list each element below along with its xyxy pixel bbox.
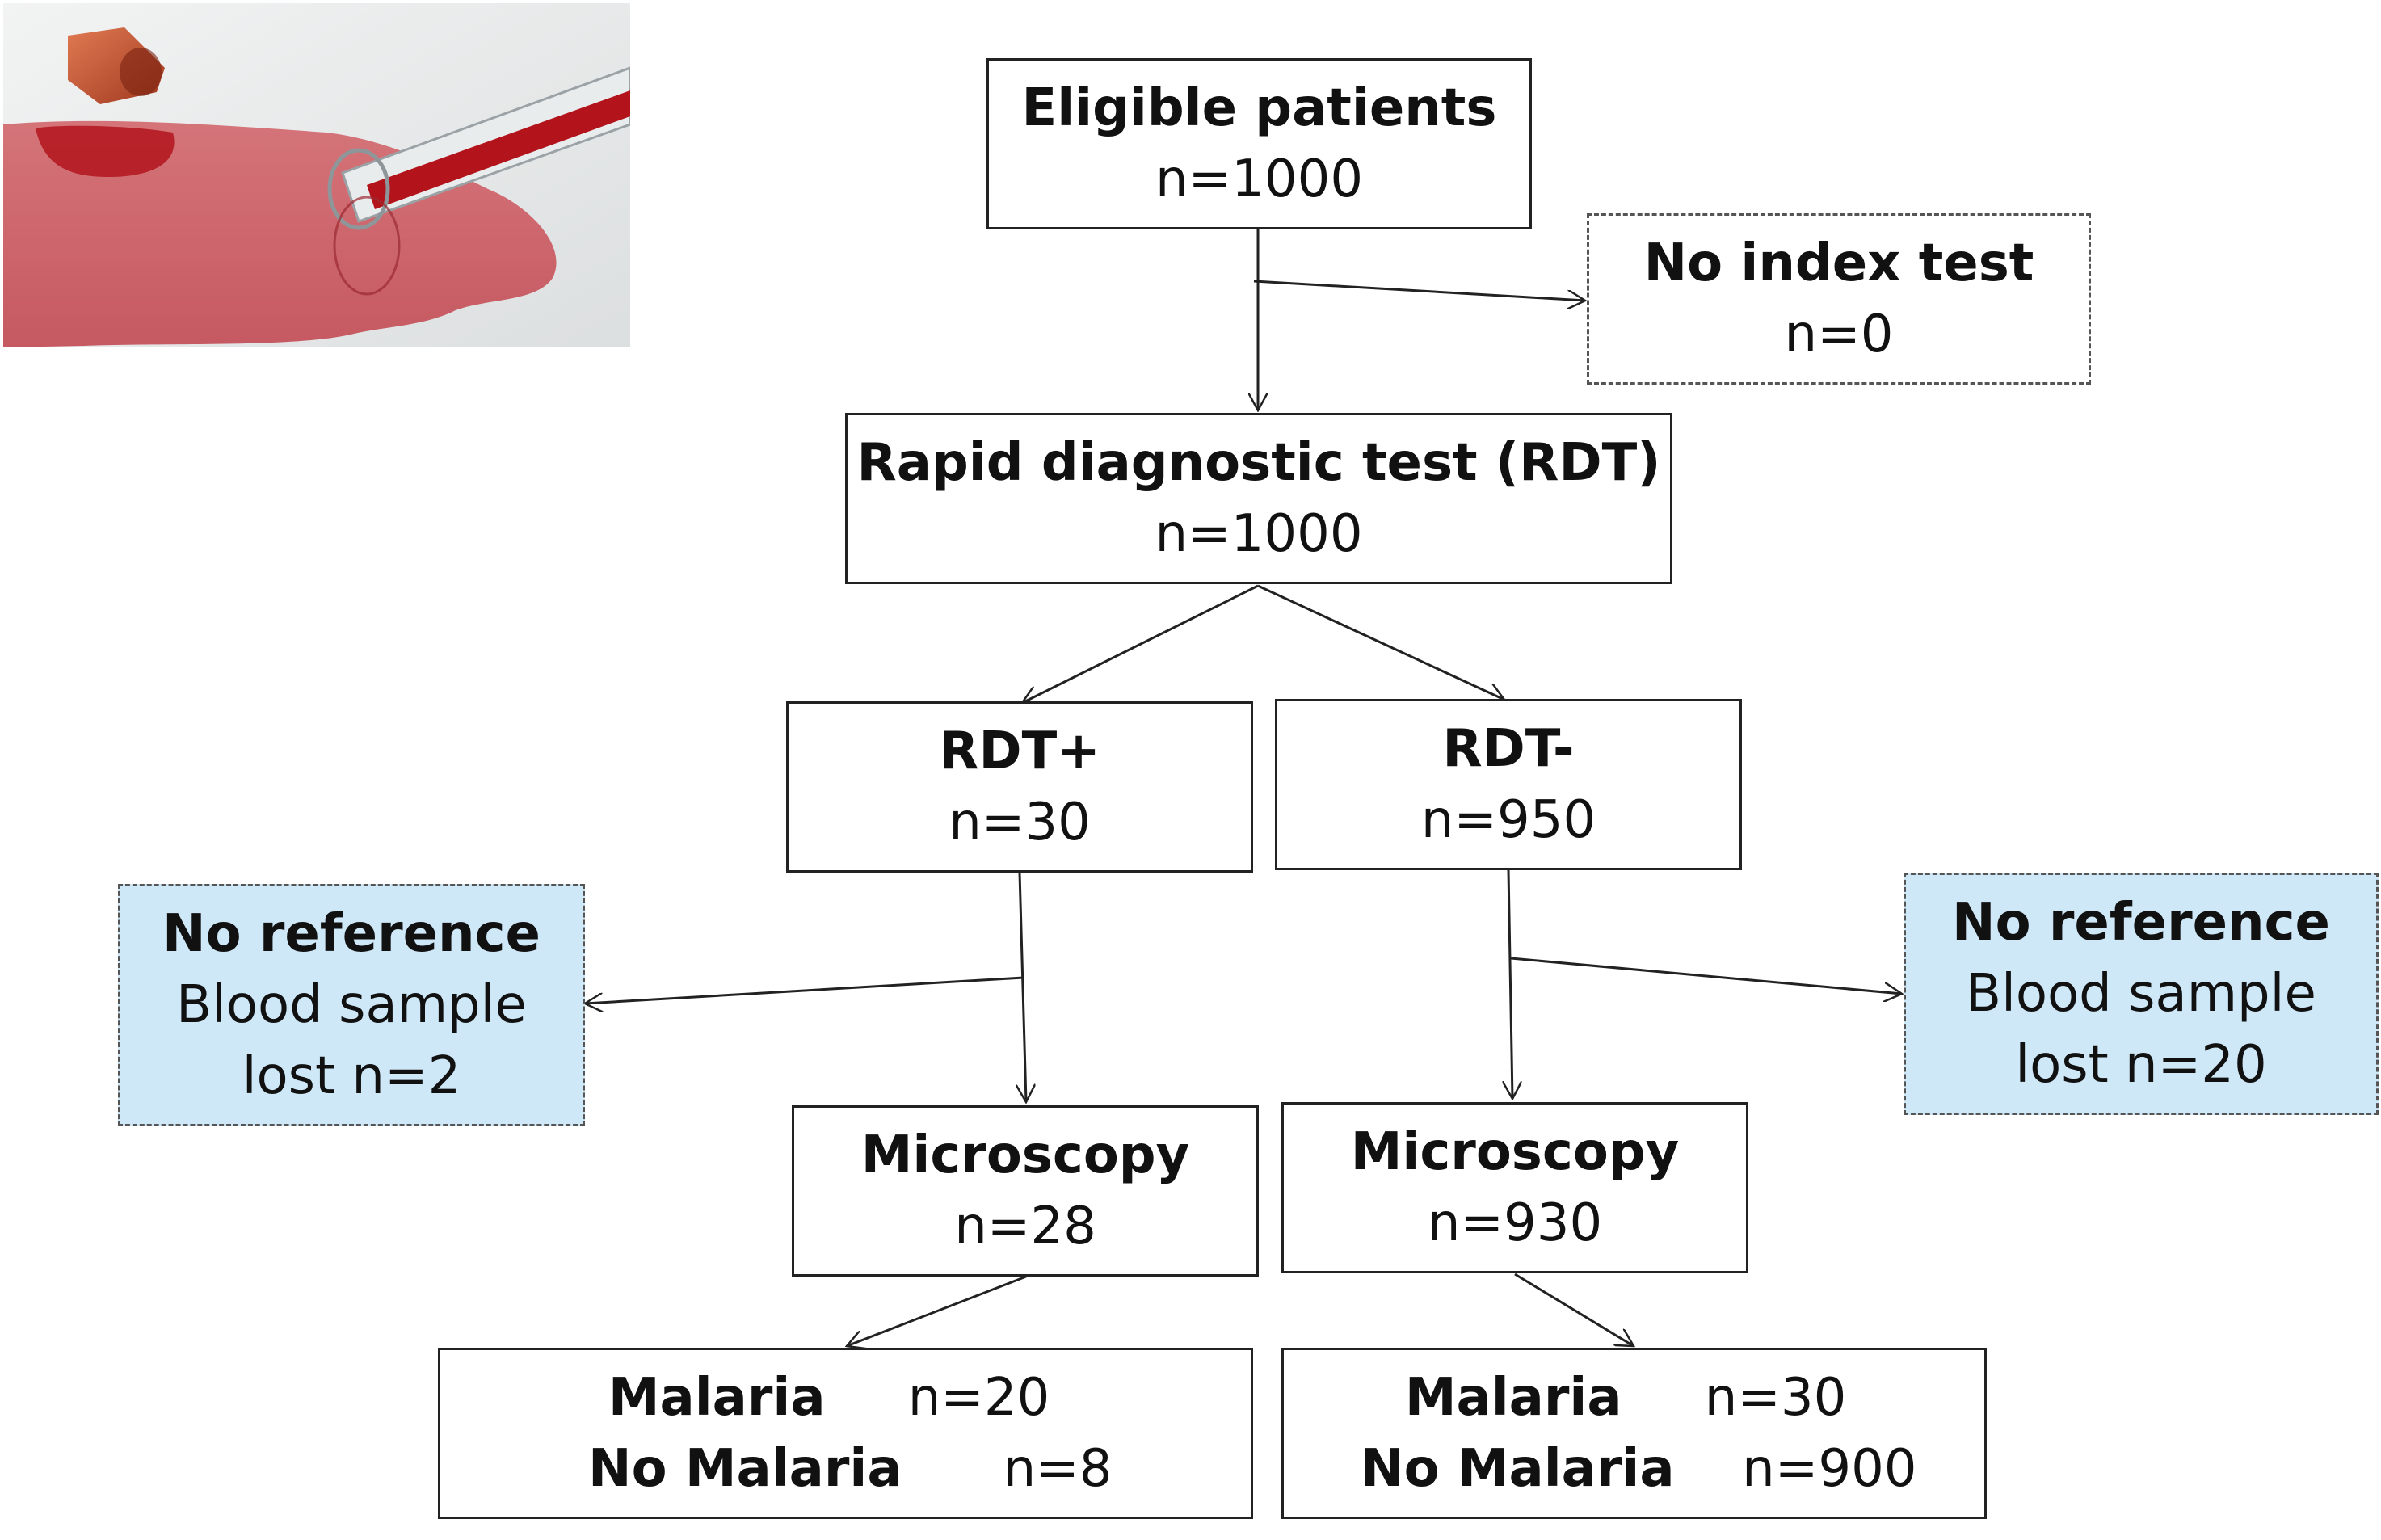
- rdt-count: n=1000: [1155, 504, 1363, 564]
- rdt-box: Rapid diagnostic test (RDT) n=1000: [845, 413, 1672, 584]
- malaria-left-count: n=20: [907, 1368, 1050, 1428]
- microscopy-right-title: Microscopy: [1350, 1122, 1680, 1182]
- arrow-microscopy-to-results-right: [1514, 1273, 1634, 1346]
- no-reference-right-box: No reference Blood sample lost n=20: [1904, 873, 2379, 1115]
- rdt-negative-count: n=950: [1420, 790, 1596, 850]
- no-index-test-count: n=0: [1784, 305, 1894, 364]
- no-reference-right-line3: lost n=20: [2015, 1035, 2267, 1095]
- no-malaria-right-count: n=900: [1742, 1439, 1917, 1499]
- microscopy-right-box: Microscopy n=930: [1281, 1102, 1748, 1273]
- no-malaria-left-label: No Malaria: [588, 1439, 902, 1499]
- results-right-box: Malaria n=30 No Malaria n=900: [1281, 1348, 1987, 1519]
- arrow-rdt-to-negative: [1257, 584, 1504, 700]
- arrow-rdt-to-positive: [1022, 584, 1259, 703]
- no-reference-left-line2: Blood sample: [176, 975, 527, 1035]
- malaria-left-label: Malaria: [608, 1368, 826, 1428]
- rdt-title: Rapid diagnostic test (RDT): [856, 433, 1661, 493]
- rdt-positive-box: RDT+ n=30: [786, 701, 1253, 873]
- blood-spill-image: [3, 3, 630, 347]
- microscopy-left-count: n=28: [954, 1197, 1096, 1256]
- eligible-patients-box: Eligible patients n=1000: [986, 58, 1532, 229]
- arrow-negative-to-microscopy: [1508, 869, 1512, 1099]
- malaria-right-row: Malaria n=30: [1372, 1362, 1897, 1433]
- tube-reflection-shape: [333, 196, 401, 296]
- tube-mouth-shape: [327, 148, 390, 230]
- microscopy-right-count: n=930: [1427, 1193, 1603, 1253]
- no-malaria-left-count: n=8: [1003, 1439, 1113, 1499]
- no-reference-left-box: No reference Blood sample lost n=2: [118, 884, 585, 1126]
- no-reference-right-line2: Blood sample: [1966, 964, 2316, 1024]
- no-reference-left-line3: lost n=2: [242, 1046, 461, 1106]
- no-reference-left-title: No reference: [162, 904, 541, 964]
- no-index-test-title: No index test: [1643, 234, 2034, 293]
- microscopy-left-box: Microscopy n=28: [792, 1105, 1259, 1277]
- results-left-box: Malaria n=20 No Malaria n=8: [438, 1348, 1253, 1519]
- no-malaria-right-row: No Malaria n=900: [1352, 1433, 1917, 1504]
- no-reference-right-title: No reference: [1952, 893, 2330, 953]
- arrow-microscopy-to-results-left: [847, 1275, 1027, 1346]
- malaria-right-count: n=30: [1704, 1368, 1847, 1428]
- eligible-patients-count: n=1000: [1155, 149, 1364, 209]
- no-index-test-box: No index test n=0: [1587, 213, 2091, 385]
- cap-opening-shape: [120, 48, 162, 96]
- arrow-positive-to-microscopy: [1020, 872, 1026, 1102]
- no-malaria-right-label: No Malaria: [1361, 1439, 1675, 1499]
- cap-reflection-shape: [36, 125, 175, 177]
- no-malaria-left-row: No Malaria n=8: [579, 1433, 1113, 1504]
- malaria-left-row: Malaria n=20: [591, 1362, 1100, 1433]
- rdt-positive-count: n=30: [949, 793, 1091, 852]
- arrow-to-noref-right: [1510, 957, 1902, 994]
- arrow-to-noref-left: [585, 976, 1024, 1004]
- malaria-right-label: Malaria: [1404, 1368, 1622, 1428]
- rdt-negative-box: RDT- n=950: [1275, 699, 1742, 870]
- rdt-negative-title: RDT-: [1442, 719, 1575, 779]
- eligible-patients-title: Eligible patients: [1021, 78, 1497, 138]
- microscopy-left-title: Microscopy: [860, 1126, 1190, 1185]
- rdt-positive-title: RDT+: [939, 722, 1100, 781]
- tube-blood-shape: [367, 90, 630, 209]
- arrow-to-no-index-test: [1253, 280, 1585, 301]
- blood-sample-illustration: [3, 3, 630, 347]
